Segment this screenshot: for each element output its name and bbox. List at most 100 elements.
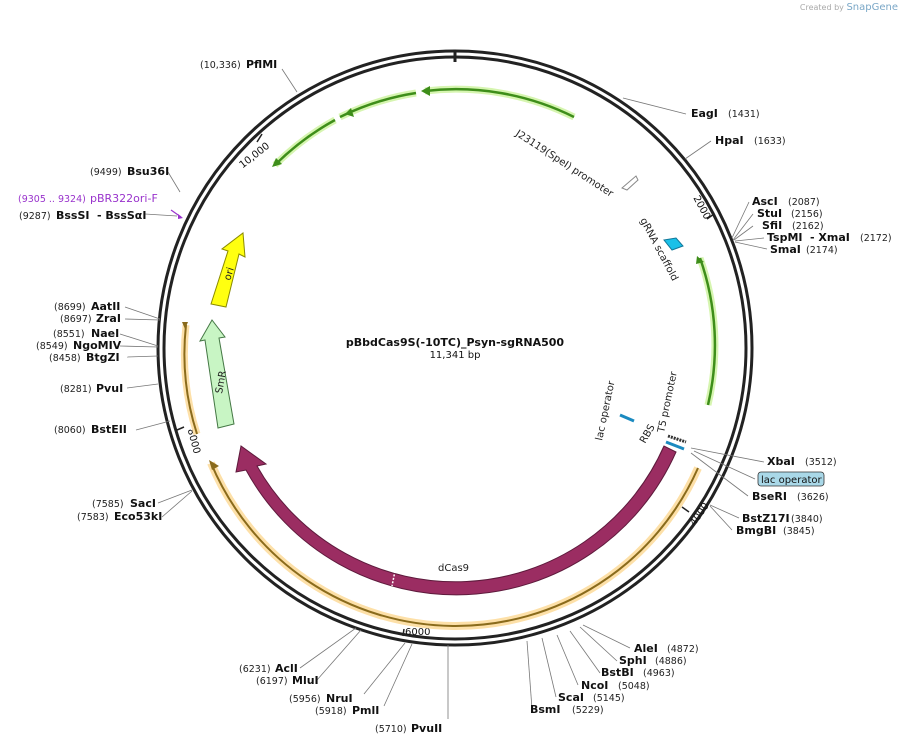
enzyme-pos-pvui: (8281) — [60, 384, 92, 395]
t5-promoter-label: T5 promoter — [656, 370, 680, 435]
enzyme-pos-eagi: (1431) — [728, 109, 760, 120]
tick-6000 — [402, 628, 405, 637]
smr-label: SmR — [214, 370, 229, 395]
enzyme-labels: (10,336) PflMI EagI (1431) HpaI (1633) A… — [19, 58, 892, 735]
tick-2000 — [706, 213, 715, 220]
enzyme-pos-bsmi: (5229) — [572, 705, 604, 716]
enzyme-pos-ncoi: (5048) — [618, 681, 650, 692]
enzyme-name-bsmi[interactable]: BsmI — [530, 703, 561, 716]
enzyme-pos-hpai: (1633) — [754, 136, 786, 147]
enzyme-name-asci[interactable]: AscI — [752, 195, 778, 208]
enzyme-pos-pmli: (5918) — [315, 706, 347, 717]
enzyme-name-btgzi[interactable]: BtgZI — [86, 351, 120, 364]
enzyme-pos-mlui: (6197) — [256, 676, 288, 687]
enzyme-name-saci[interactable]: SacI — [130, 497, 156, 510]
enzyme-name-zrai[interactable]: ZraI — [96, 312, 121, 325]
enzyme-name-bsteii[interactable]: BstEII — [91, 423, 127, 436]
enzyme-pos-bseri: (3626) — [797, 492, 829, 503]
j23119-label: J23119(SpeI) promoter — [513, 128, 616, 200]
plasmid-name: pBbdCas9S(-10TC)_Psyn-sgRNA500 — [346, 336, 565, 349]
enzyme-name-stui[interactable]: StuI — [757, 207, 782, 220]
orange-feature-arc-line — [210, 462, 699, 627]
enzyme-name-sfii[interactable]: SfiI — [762, 219, 782, 232]
enzyme-name-pflmi[interactable]: PflMI — [246, 58, 277, 71]
enzyme-name-bmgbi[interactable]: BmgBI — [736, 524, 776, 537]
enzyme-name-ncoi[interactable]: NcoI — [581, 679, 608, 692]
enzyme-pos-smai: (2174) — [806, 245, 838, 256]
tick-10000 — [256, 133, 263, 143]
ori-label: ori — [222, 266, 236, 282]
enzyme-pos-nrui: (5956) — [289, 694, 321, 705]
enzyme-pos-asci: (2087) — [788, 197, 820, 208]
enzyme-name-pvui[interactable]: PvuI — [96, 382, 123, 395]
enzyme-name-bstz17i[interactable]: BstZ17I — [742, 512, 790, 525]
enzyme-pos-zrai: (8697) — [60, 314, 92, 325]
enzyme-name-bsssi[interactable]: BssSI — [56, 209, 90, 222]
enzyme-pos-xbai: (3512) — [805, 457, 837, 468]
enzyme-name-tspmi[interactable]: TspMI — [767, 231, 803, 244]
orange-feature-arc-left-line — [183, 324, 198, 435]
enzyme-name-naei[interactable]: NaeI — [91, 327, 119, 340]
enzyme-pos-eco53ki: (7583) — [77, 512, 109, 523]
j23119-promoter-arrow — [621, 175, 639, 191]
enzyme-name-pvuii[interactable]: PvuII — [411, 722, 442, 735]
tick-4000 — [681, 506, 690, 513]
orange-feature-arc — [207, 461, 702, 630]
enzyme-pos-tspmi: (2172) — [860, 233, 892, 244]
enzyme-pos-bmgbi: (3845) — [783, 526, 815, 537]
feature-arc-top-1-head — [421, 86, 430, 96]
rbs-label: RBS — [638, 423, 658, 446]
enzyme-name-xbai[interactable]: XbaI — [767, 455, 795, 468]
enzyme-pos-pvuii: (5710) — [375, 724, 407, 735]
tick-8000 — [176, 426, 185, 431]
snapgene-logo: SnapGene — [846, 2, 898, 13]
smr-arrow — [199, 319, 235, 429]
t5-promoter-mark — [667, 434, 687, 444]
enzyme-pos-btgzi: (8458) — [49, 353, 81, 364]
enzyme-pos-saci: (7585) — [92, 499, 124, 510]
lac-operator-box[interactable] — [757, 471, 825, 487]
feature-arc-top-1-line — [424, 88, 575, 119]
grna-scaffold-arrow — [663, 237, 684, 251]
enzyme-name-alei[interactable]: AleI — [634, 642, 658, 655]
enzyme-pos-sphi: (4886) — [655, 656, 687, 667]
enzyme-name-mlui[interactable]: MluI — [292, 674, 319, 687]
enzyme-name-hpai[interactable]: HpaI — [715, 134, 744, 147]
enzyme-pos-naei: (8551) — [53, 329, 85, 340]
lac-operator-mark-2 — [665, 440, 685, 451]
primer-pos: (9305 .. 9324) — [18, 194, 86, 205]
enzyme-pos-bsssi: (9287) — [19, 211, 51, 222]
enzyme-name-bsu36i[interactable]: Bsu36I — [127, 165, 169, 178]
feature-arc-top-3 — [272, 116, 337, 168]
enzyme-pos-ngomiv: (8549) — [36, 341, 68, 352]
enzyme-name-eco53ki[interactable]: Eco53kI — [114, 510, 162, 523]
enzyme-pos-bstz17i: (3840) — [791, 514, 823, 525]
enzyme-pos-acli: (6231) — [239, 664, 271, 675]
tick-label-10000: 10,000 — [238, 141, 272, 171]
enzyme-name-aatii[interactable]: AatII — [91, 300, 120, 313]
snapgene-credit: Created by SnapGene — [800, 2, 898, 13]
enzyme-name-pmli[interactable]: PmlI — [352, 704, 379, 717]
enzyme-name-xmai[interactable]: - XmaI — [810, 231, 850, 244]
enzyme-name-acli[interactable]: AclI — [275, 662, 298, 675]
feature-arc-top-3-head — [272, 158, 282, 167]
dcas9-arrow — [235, 445, 677, 596]
enzyme-name-smai[interactable]: SmaI — [770, 243, 801, 256]
enzyme-name-sphi[interactable]: SphI — [619, 654, 647, 667]
enzyme-name-bseri[interactable]: BseRI — [752, 490, 787, 503]
enzyme-pos-bstbi: (4963) — [643, 668, 675, 679]
primer-arrow — [178, 214, 183, 219]
enzyme-name-bstbi[interactable]: BstBI — [601, 666, 634, 679]
enzyme-name-ngomiv[interactable]: NgoMIV — [73, 339, 122, 352]
orange-feature-arc-left-head — [182, 322, 188, 329]
enzyme-name-bsssai[interactable]: - BssSαI — [97, 209, 146, 222]
credit-prefix: Created by — [799, 3, 844, 12]
enzyme-pos-alei: (4872) — [667, 644, 699, 655]
enzyme-pos-aatii: (8699) — [54, 302, 86, 313]
enzyme-name-nrui[interactable]: NruI — [326, 692, 353, 705]
enzyme-name-eagi[interactable]: EagI — [691, 107, 718, 120]
enzyme-pos-sfii: (2162) — [792, 221, 824, 232]
orange-feature-arc-head — [209, 460, 219, 470]
enzyme-name-scai[interactable]: ScaI — [558, 691, 584, 704]
